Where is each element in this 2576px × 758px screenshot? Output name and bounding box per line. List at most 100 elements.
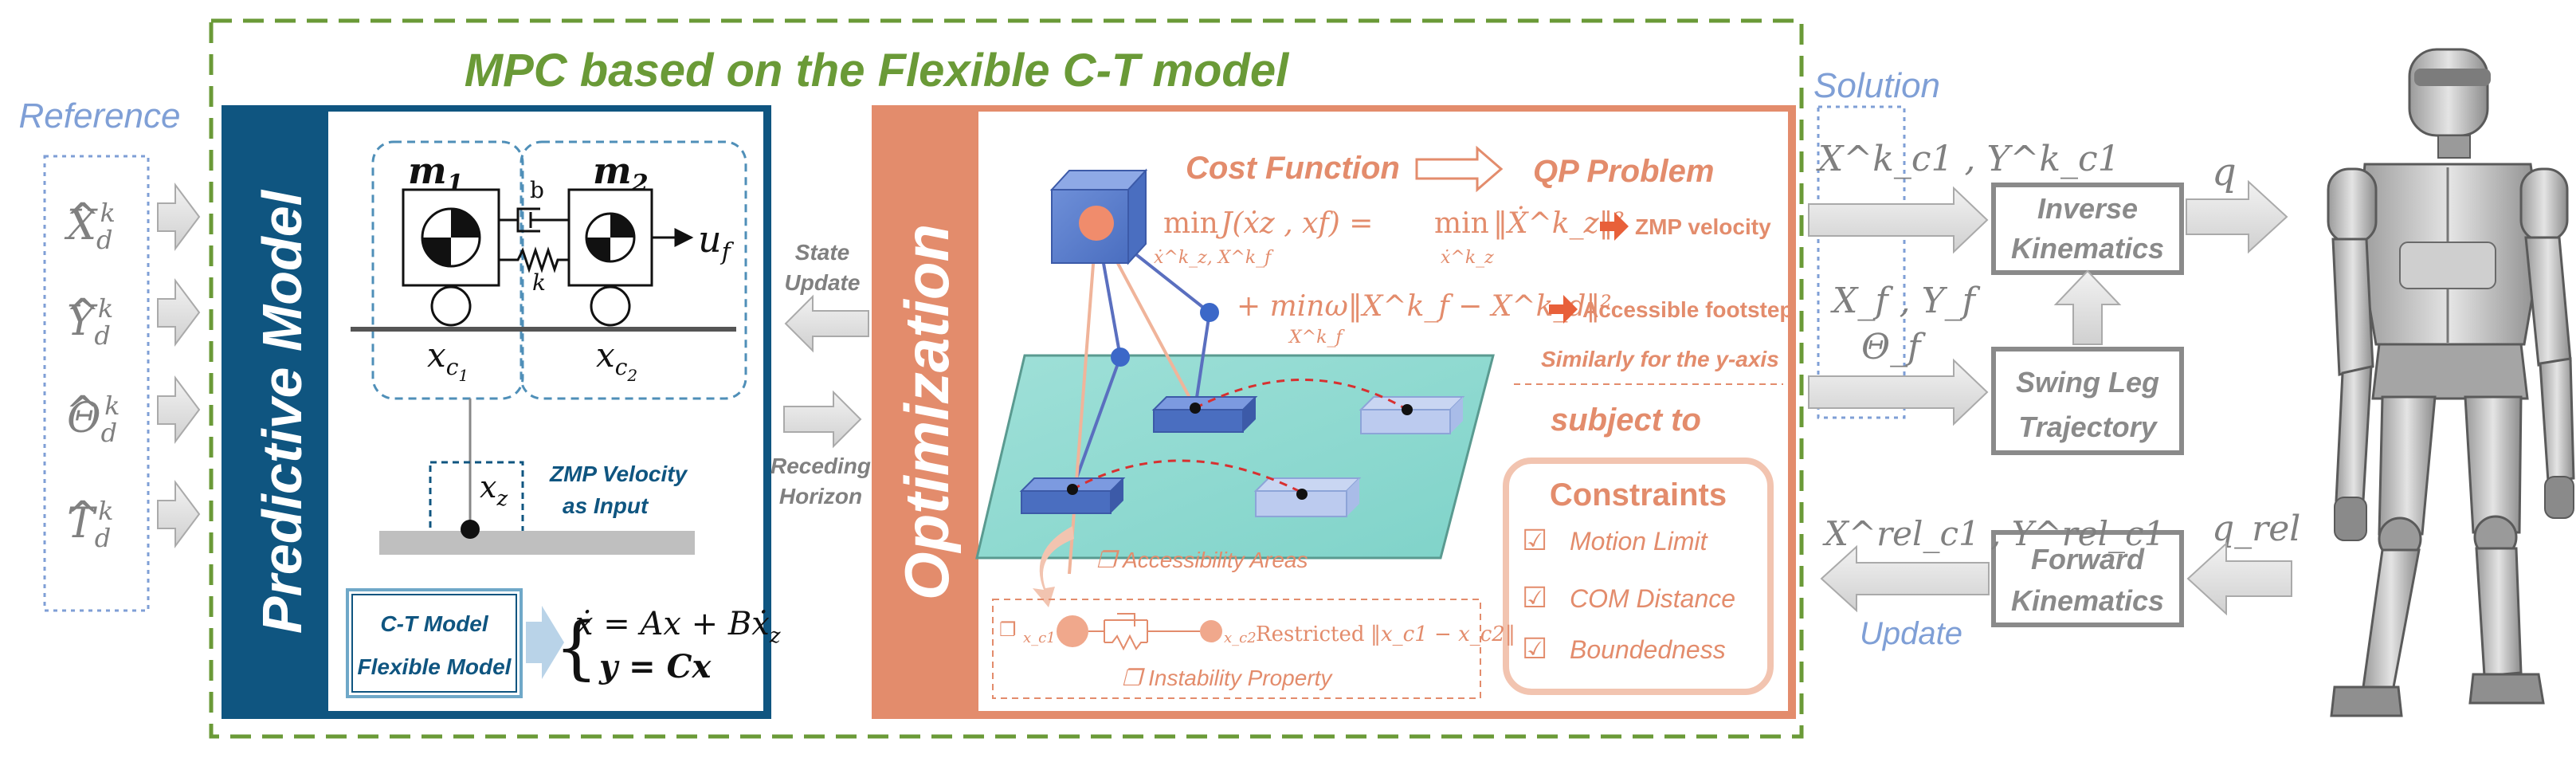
update-label: Update xyxy=(1860,616,1962,651)
pos2-sub: c xyxy=(615,354,628,380)
zmp-note-1: ZMP Velocity xyxy=(549,461,688,486)
inverse-kinematics-box xyxy=(1991,183,2184,275)
cost-min-2: min xyxy=(1434,207,1489,240)
ik-label-2: Kinematics xyxy=(2011,232,2164,265)
damper-label: b xyxy=(530,177,544,203)
footstep-right-current xyxy=(1151,396,1258,433)
qp-problem-label: QP Problem xyxy=(1533,154,1714,189)
receding-horizon-arrow xyxy=(783,390,862,449)
svg-text:Xdk: Xdk xyxy=(64,198,116,255)
pos2-subsub: 2 xyxy=(626,366,637,385)
swing-trajectory-2 xyxy=(1194,379,1408,411)
cost-expr-2-sub: X^k_f xyxy=(1288,328,1345,348)
model-label-2: Flexible Model xyxy=(358,654,512,679)
ref-t-base: T xyxy=(67,500,97,548)
cost-min-1-sub: ẋ^k_z, X^k_f xyxy=(1154,248,1274,268)
model-label-1: C-T Model xyxy=(380,611,489,636)
ref-x-arrow xyxy=(157,183,201,251)
model-box xyxy=(346,588,523,698)
reference-box xyxy=(43,155,150,612)
ref-theta-base: Θ xyxy=(67,395,101,442)
equation-brace: { xyxy=(555,608,598,688)
instability-mass1 xyxy=(1057,615,1088,647)
ref-y-arrow xyxy=(157,278,201,347)
svg-text:xz: xz xyxy=(480,469,508,511)
svg-text:Ydk: Ydk xyxy=(67,293,113,351)
ref-x-sup: k xyxy=(100,198,116,228)
zmp-sub: z xyxy=(496,487,508,511)
reference-input-t: ^ Tdk xyxy=(65,480,201,553)
constraint-label-1: Motion Limit xyxy=(1570,527,1708,556)
solution-vars: X^k_c1 , Y^k_c1 xyxy=(1816,139,2120,179)
cost-function-label: Cost Function xyxy=(1186,151,1400,186)
y-axis-note: Similarly for the y-axis xyxy=(1541,347,1779,371)
rel-arrow xyxy=(1820,544,1990,613)
footstep-arrow xyxy=(1549,295,1578,324)
mass1-wheel xyxy=(430,285,472,327)
solution-arrow xyxy=(1808,186,1989,254)
svg-text:xc1: xc1 xyxy=(427,336,469,385)
constraint-com-distance: ☑ COM Distance xyxy=(1522,581,1735,614)
foot-point-4 xyxy=(1402,404,1413,415)
com-projection xyxy=(1068,222,1098,575)
instability-xc1: x_c1 xyxy=(1023,630,1056,646)
accessibility-label: Accessibility Areas xyxy=(1121,548,1308,572)
pos1-sub: c xyxy=(446,354,459,380)
hat-t: ^ xyxy=(65,493,100,541)
ref-y-base: Y xyxy=(67,297,98,345)
restricted-expr: ‖x_c1 − x_c2‖ xyxy=(1370,623,1515,646)
ref-x-sub: d xyxy=(96,225,112,255)
rel-vars: X^rel_c1 , Y^rel_c1 xyxy=(1822,514,2165,553)
ref-t-sub: d xyxy=(95,523,111,553)
spring-icon xyxy=(499,246,569,273)
com-cube-icon xyxy=(1049,168,1148,265)
state-update-1: State xyxy=(795,240,849,265)
cost-min-1: min xyxy=(1163,207,1218,240)
receding-2: Horizon xyxy=(779,484,862,509)
foot-point-1 xyxy=(1067,484,1078,495)
zmp-note-2: as Input xyxy=(563,493,649,518)
constraint-motion-limit: ☑ Motion Limit xyxy=(1522,524,1708,556)
fk-label-1: Forward xyxy=(2031,543,2145,575)
predictive-model-block: Predictive Model m1 m2 b xyxy=(222,105,781,719)
mass1-com-icon xyxy=(421,207,481,268)
mpc-title: MPC based on the Flexible C-T model xyxy=(465,45,1290,96)
state-update-arrow xyxy=(784,294,869,353)
zmp-floor xyxy=(379,531,695,555)
subject-to-label: subject to xyxy=(1551,403,1701,438)
ref-t-arrow xyxy=(157,480,201,548)
pos1-base: x xyxy=(427,336,446,375)
ref-theta-sub: d xyxy=(101,418,117,448)
receding-horizon: Receding Horizon xyxy=(770,390,871,509)
constraint-label-3: Boundedness xyxy=(1570,635,1726,664)
constraint-label-2: COM Distance xyxy=(1570,584,1735,613)
swing-label-1: Swing Leg xyxy=(2016,366,2159,399)
swing-leg-box xyxy=(1991,347,2184,455)
optimization-heading: Optimization xyxy=(892,224,962,600)
equation-1-sub: z xyxy=(769,624,781,648)
foot-point-2 xyxy=(1190,403,1201,414)
hat-theta: ^ xyxy=(65,388,100,436)
equation-2: y = Cx xyxy=(598,648,712,685)
foot-arrow xyxy=(1808,358,1989,426)
state-update: State Update xyxy=(784,240,869,353)
zmp-base: x xyxy=(480,469,496,505)
joint-1 xyxy=(1111,348,1130,367)
svg-text:Tdk: Tdk xyxy=(67,496,114,553)
state-update-2: Update xyxy=(785,270,861,295)
zmp-velocity-label: ZMP velocity xyxy=(1635,214,1771,239)
swing-to-ik-arrow xyxy=(2053,269,2122,345)
instability-spring-damper xyxy=(1088,613,1200,651)
footstep-right-next xyxy=(1359,396,1465,434)
svg-text:❐Instability Property: ❐Instability Property xyxy=(1122,666,1333,690)
cost-min-2-sub: ẋ^k_z xyxy=(1441,248,1494,268)
instability-label: Instability Property xyxy=(1148,666,1333,690)
joint-2 xyxy=(1200,303,1219,322)
ik-label-1: Inverse xyxy=(2037,192,2138,225)
solution-box xyxy=(1817,105,1906,419)
svg-text:❐Accessibility Areas: ❐Accessibility Areas xyxy=(1096,548,1308,572)
equation-1: ẋ = Ax + Bẋ xyxy=(575,606,770,642)
check-icon-2: ☑ xyxy=(1522,581,1547,614)
solution-label: Solution xyxy=(1813,66,1940,105)
